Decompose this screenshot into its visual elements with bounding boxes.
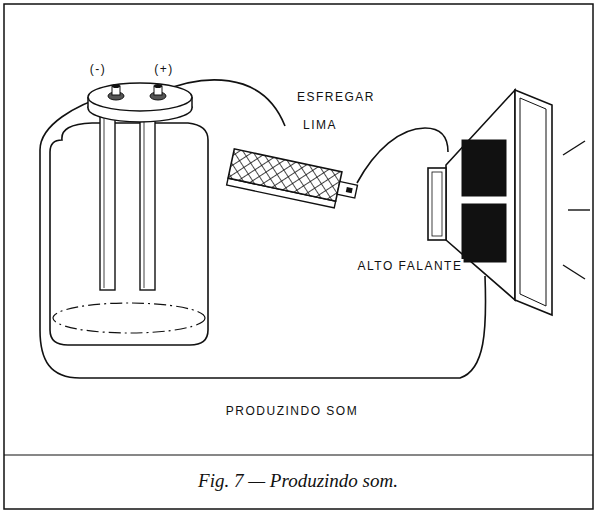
terminal [150,84,166,100]
part-label: LIMA [302,118,338,132]
wire-negative [40,94,486,378]
electrode [140,112,155,290]
frame [4,4,593,509]
picture-title: PRODUZINDO SOM [225,404,359,418]
battery-jar [50,83,208,345]
magnet [428,168,446,240]
wires [40,80,486,378]
sound-lines [563,141,590,279]
loudspeaker [428,90,552,315]
figure-caption: Fig. 7 — Produzindo som. [198,470,398,492]
terminal-label: (-) [89,62,108,76]
file-tool [227,149,360,212]
jar-lid [88,83,192,111]
part-label: ALTO FALANTE [357,259,464,273]
action-label: ESFREGAR [296,90,376,104]
terminal [108,84,124,100]
electrode [100,112,115,290]
terminal-label: (+) [153,62,175,76]
separator [4,454,593,455]
